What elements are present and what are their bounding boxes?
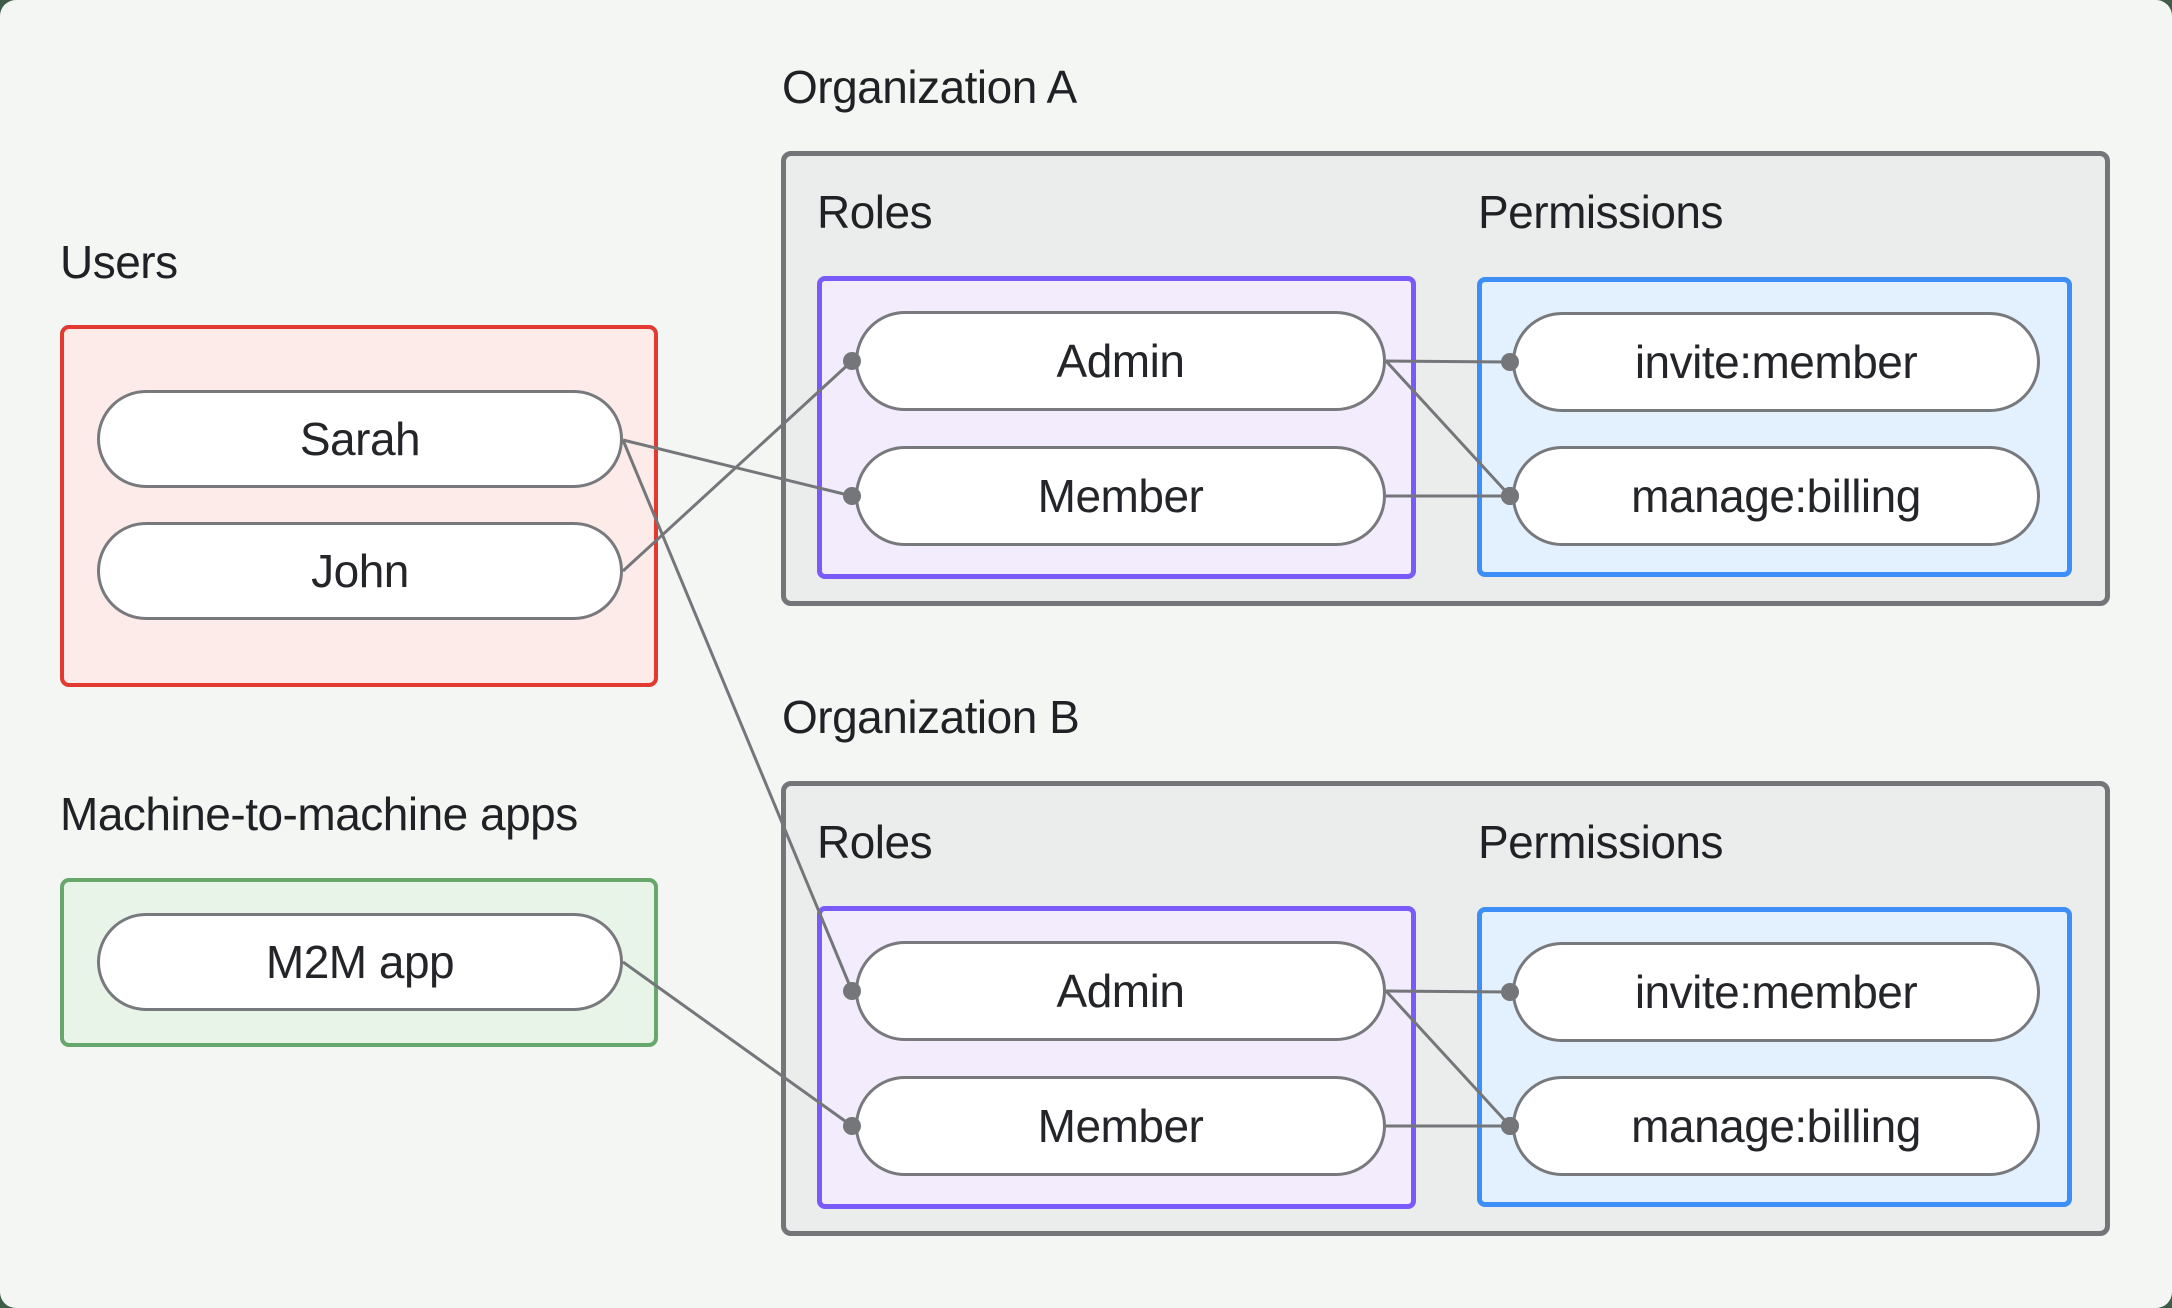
org-b-role-pill-member: Member (855, 1076, 1386, 1176)
org-b-role-admin-label: Admin (1056, 965, 1185, 1017)
org-b-permissions-label: Permissions (1478, 816, 1724, 868)
org-a-perm-pill-invite-member: invite:member (1512, 312, 2040, 412)
org-b-box: Roles Permissions Admin Member invite:me… (781, 781, 2110, 1236)
org-a-role-member-label: Member (1037, 470, 1204, 522)
org-a-role-pill-admin: Admin (855, 311, 1386, 411)
m2m-group-box: M2M app (60, 878, 658, 1047)
m2m-app-pill: M2M app (97, 913, 623, 1011)
org-a-box: Roles Permissions Admin Member invite:me… (781, 151, 2110, 606)
org-b-role-member-label: Member (1037, 1100, 1204, 1152)
org-b-perm-manage-billing-label: manage:billing (1631, 1100, 1921, 1152)
users-group-box: Sarah John (60, 325, 658, 687)
org-b-perm-pill-manage-billing: manage:billing (1512, 1076, 2040, 1176)
m2m-section-label: Machine-to-machine apps (60, 788, 578, 840)
org-b-title: Organization B (782, 691, 1080, 743)
org-a-roles-box: Admin Member (817, 276, 1416, 579)
org-b-roles-label: Roles (817, 816, 933, 868)
user-pill-john: John (97, 522, 623, 620)
org-b-permissions-box: invite:member manage:billing (1477, 907, 2072, 1207)
org-a-permissions-label: Permissions (1478, 186, 1724, 238)
org-a-role-pill-member: Member (855, 446, 1386, 546)
user-pill-john-label: John (311, 545, 409, 597)
org-b-role-pill-admin: Admin (855, 941, 1386, 1041)
org-a-role-admin-label: Admin (1056, 335, 1185, 387)
org-a-permissions-box: invite:member manage:billing (1477, 277, 2072, 577)
org-a-perm-pill-manage-billing: manage:billing (1512, 446, 2040, 546)
org-b-perm-invite-member-label: invite:member (1634, 966, 1918, 1018)
org-a-perm-invite-member-label: invite:member (1634, 336, 1918, 388)
user-pill-sarah-label: Sarah (299, 413, 421, 465)
org-a-perm-manage-billing-label: manage:billing (1631, 470, 1921, 522)
org-b-roles-box: Admin Member (817, 906, 1416, 1209)
users-section-label: Users (60, 236, 178, 288)
m2m-app-pill-label: M2M app (265, 936, 455, 988)
org-a-roles-label: Roles (817, 186, 933, 238)
org-a-title: Organization A (782, 61, 1077, 113)
user-pill-sarah: Sarah (97, 390, 623, 488)
org-b-perm-pill-invite-member: invite:member (1512, 942, 2040, 1042)
